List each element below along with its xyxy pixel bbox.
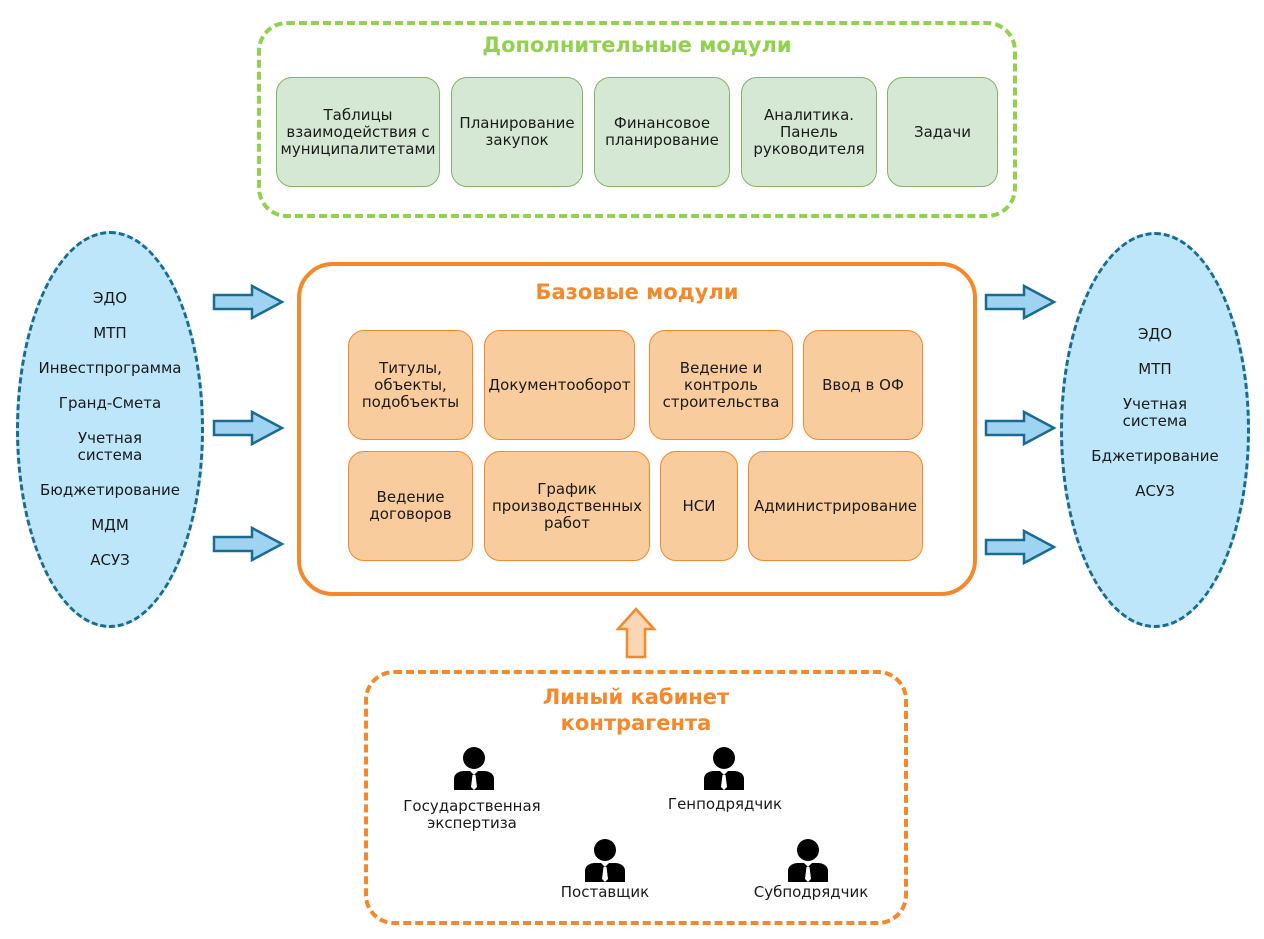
counterparty-cabinet-group: Линый кабинет контрагента [364, 670, 908, 925]
left-systems-ellipse: ЭДО МТП Инвестпрограмма Гранд-Смета Учет… [16, 231, 204, 628]
additional-modules-group: Дополнительные модули [257, 21, 1017, 218]
right-system-item: Учетная система [1122, 395, 1188, 430]
module-commissioning: Ввод в ОФ [803, 330, 923, 440]
module-financial-planning: Финансовое планирование [594, 77, 730, 187]
left-system-item: Инвестпрограмма [38, 359, 182, 377]
left-system-item: Гранд-Смета [58, 394, 162, 412]
module-construction-control: Ведение и контроль строительства [649, 330, 793, 440]
module-municipal-tables: Таблицы взаимодействия с муниципалитетам… [276, 77, 440, 187]
module-titles-objects: Титулы, объекты, подобъекты [348, 330, 473, 440]
base-modules-title: Базовые модули [535, 280, 739, 304]
module-administration: Администрирование [748, 451, 923, 561]
left-system-item: МДМ [91, 516, 129, 534]
module-contracts: Ведение договоров [348, 451, 473, 561]
arrow-right-icon [984, 283, 1057, 321]
right-system-item: ЭДО [1138, 325, 1172, 343]
arrow-right-icon [212, 525, 285, 563]
arrow-right-icon [984, 528, 1057, 566]
left-system-item: Бюджетирование [39, 481, 181, 499]
module-nsi: НСИ [660, 451, 738, 561]
left-system-item: Учетная система [77, 429, 143, 464]
left-system-item: МТП [93, 324, 127, 342]
left-system-item: АСУЗ [90, 551, 130, 569]
arrow-right-icon [984, 409, 1057, 447]
person-icon [704, 747, 744, 790]
right-system-item: АСУЗ [1135, 482, 1175, 500]
arrow-right-icon [212, 409, 285, 447]
left-system-item: ЭДО [93, 289, 127, 307]
right-system-item: Бджетирование [1091, 447, 1219, 465]
person-label-state-expertise: Государственная экспертиза [403, 797, 541, 832]
person-icon [454, 747, 494, 790]
counterparty-cabinet-title: Линый кабинет контрагента [542, 685, 730, 735]
module-work-schedule: График производственных работ [484, 451, 650, 561]
left-systems-list: ЭДО МТП Инвестпрограмма Гранд-Смета Учет… [19, 234, 201, 625]
person-icon [585, 839, 625, 882]
additional-modules-title: Дополнительные модули [482, 33, 792, 57]
arrow-right-icon [212, 283, 285, 321]
module-procurement-planning: Планирование закупок [451, 77, 583, 187]
module-tasks: Задачи [887, 77, 998, 187]
person-label-subcontractor: Субподрядчик [753, 883, 869, 901]
person-label-supplier: Поставщик [560, 883, 650, 901]
right-systems-ellipse: ЭДО МТП Учетная система Бджетирование АС… [1060, 232, 1250, 628]
module-analytics-dashboard: Аналитика. Панель руководителя [741, 77, 877, 187]
person-label-general-contractor: Генподрядчик [667, 795, 783, 813]
module-document-flow: Документооборот [484, 330, 635, 440]
person-icon [788, 839, 828, 882]
right-systems-list: ЭДО МТП Учетная система Бджетирование АС… [1063, 235, 1247, 591]
right-system-item: МТП [1138, 360, 1172, 378]
base-modules-group: Базовые модули [297, 262, 977, 596]
arrow-up-icon [615, 607, 657, 659]
